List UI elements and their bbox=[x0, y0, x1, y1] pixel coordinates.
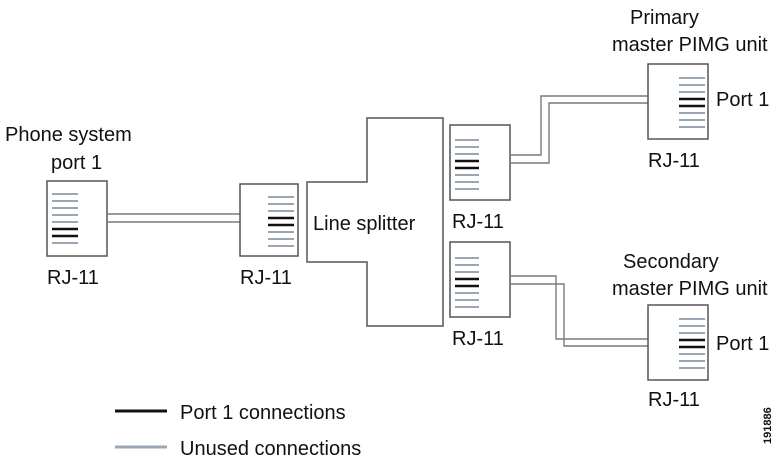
legend-port1-label: Port 1 connections bbox=[180, 402, 346, 424]
splitter-input-jack bbox=[239, 183, 299, 257]
cable-to-secondary bbox=[510, 275, 648, 347]
phone-system-jack-pins bbox=[52, 193, 78, 244]
secondary-pimg-jack-pins bbox=[679, 318, 705, 369]
legend: Port 1 connections Unused connections bbox=[115, 402, 361, 460]
phone-system-jack bbox=[46, 180, 108, 257]
splitter-output-top-rj11-label: RJ-11 bbox=[452, 211, 504, 233]
splitter-output-jack-top bbox=[449, 124, 511, 201]
figure-id: 191886 bbox=[762, 407, 774, 444]
cable-to-primary bbox=[510, 95, 648, 164]
splitter-output-bottom-rj11-label: RJ-11 bbox=[452, 328, 504, 350]
splitter-input-rj11-label: RJ-11 bbox=[240, 267, 292, 289]
line-splitter-label: Line splitter bbox=[313, 213, 416, 235]
primary-pimg-jack bbox=[647, 63, 709, 140]
splitter-output-jack-top-body bbox=[449, 124, 511, 201]
secondary-pimg-jack bbox=[647, 304, 709, 381]
primary-label-line1: Primary bbox=[630, 7, 699, 29]
phone-system-rj11-label: RJ-11 bbox=[47, 267, 99, 289]
legend-unused-label: Unused connections bbox=[180, 438, 361, 460]
phone-system-label-line2: port 1 bbox=[51, 152, 102, 174]
primary-pimg-jack-pins bbox=[679, 77, 705, 128]
splitter-input-jack-pins bbox=[268, 196, 294, 247]
cable-phone-to-splitter bbox=[107, 213, 240, 223]
secondary-rj11-label: RJ-11 bbox=[648, 389, 700, 411]
primary-rj11-label: RJ-11 bbox=[648, 150, 700, 172]
primary-port1-label: Port 1 bbox=[716, 89, 769, 111]
primary-label-line2: master PIMG unit bbox=[612, 34, 768, 56]
splitter-output-jack-top-pins bbox=[455, 139, 479, 190]
phone-system-jack-body bbox=[46, 180, 108, 257]
secondary-label-line1: Secondary bbox=[623, 251, 719, 273]
splitter-output-jack-bottom-pins bbox=[455, 257, 479, 308]
secondary-port1-label: Port 1 bbox=[716, 333, 769, 355]
phone-system-label-line1: Phone system bbox=[5, 124, 132, 146]
secondary-label-line2: master PIMG unit bbox=[612, 278, 768, 300]
line-splitter bbox=[306, 117, 444, 327]
splitter-output-jack-bottom bbox=[449, 241, 511, 318]
